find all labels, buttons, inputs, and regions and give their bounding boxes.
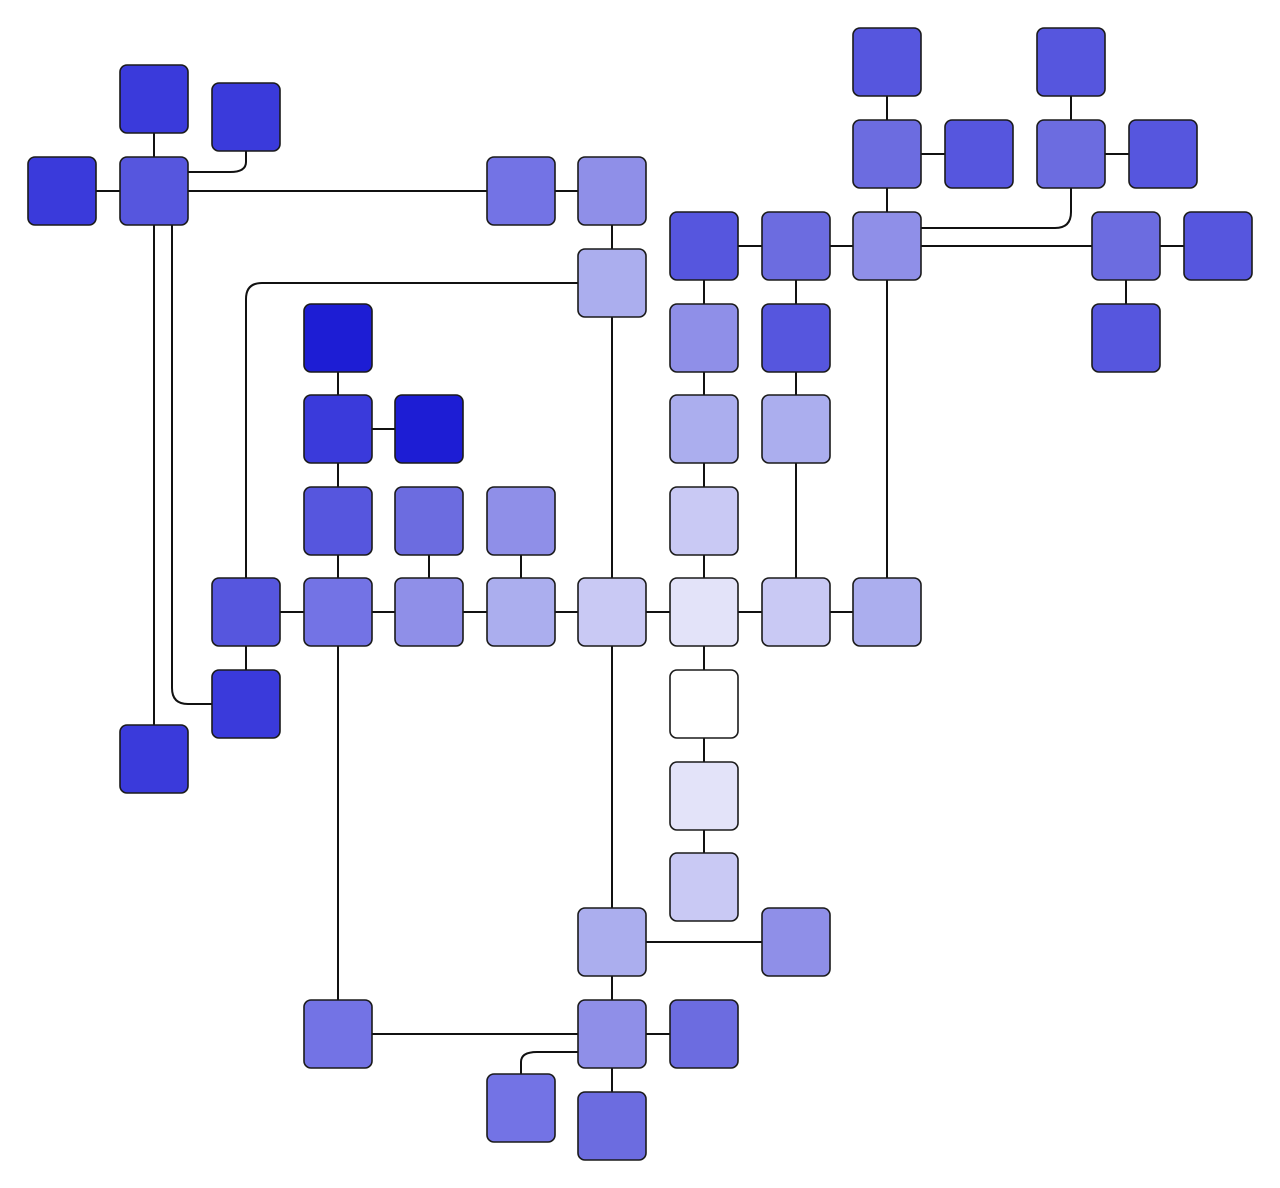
graph-node-g1 (211, 577, 281, 647)
graph-node-f2 (761, 303, 831, 373)
edge-routed-1 (187, 150, 247, 173)
graph-node-h1 (211, 669, 281, 739)
graph-node-b7 (852, 211, 922, 281)
graph-node-b8 (1091, 211, 1161, 281)
graph-node-c2 (577, 156, 647, 226)
graph-node-k5 (577, 1091, 647, 1161)
graph-node-c3 (577, 248, 647, 318)
edge-routed-7 (520, 1051, 579, 1075)
graph-node-g3 (394, 577, 464, 647)
graph-node-b4 (1036, 27, 1106, 97)
graph-node-i1 (669, 669, 739, 739)
edge-routed-2 (920, 187, 1072, 229)
graph-node-e4 (303, 486, 373, 556)
graph-node-i3 (669, 852, 739, 922)
graph-node-g2 (303, 577, 373, 647)
graph-node-k4 (486, 1073, 556, 1143)
graph-node-d1 (669, 211, 739, 281)
graph-node-j1 (577, 907, 647, 977)
graph-node-b5 (1036, 119, 1106, 189)
graph-node-g6 (669, 577, 739, 647)
graph-node-g8 (852, 577, 922, 647)
graph-node-b6 (1128, 119, 1198, 189)
graph-node-b3 (944, 119, 1014, 189)
graph-node-a2 (211, 82, 281, 152)
graph-node-a1 (119, 64, 189, 134)
edge-routed-6 (171, 224, 213, 705)
graph-node-e1 (303, 303, 373, 373)
graph-node-k2 (577, 999, 647, 1069)
edge-routed-4 (245, 282, 579, 579)
graph-node-a3 (27, 156, 97, 226)
graph-node-b2 (852, 119, 922, 189)
graph-node-f5 (669, 486, 739, 556)
graph-node-i2 (669, 761, 739, 831)
graph-node-k1 (303, 999, 373, 1069)
graph-node-f4 (761, 394, 831, 464)
graph-node-e5 (394, 486, 464, 556)
graph-node-f1 (669, 303, 739, 373)
graph-node-e3 (394, 394, 464, 464)
graph-node-k3 (669, 999, 739, 1069)
graph-node-b1 (852, 27, 922, 97)
graph-node-g4 (486, 577, 556, 647)
graph-node-b9 (1183, 211, 1253, 281)
graph-node-a4 (119, 156, 189, 226)
graph-node-b10 (1091, 303, 1161, 373)
node-layer (27, 27, 1253, 1161)
graph-node-g5 (577, 577, 647, 647)
graph-node-d2 (761, 211, 831, 281)
graph-node-e6 (486, 486, 556, 556)
graph-node-e2 (303, 394, 373, 464)
graph-node-f3 (669, 394, 739, 464)
graph-node-h2 (119, 724, 189, 794)
graph-node-c1 (486, 156, 556, 226)
graph-node-g7 (761, 577, 831, 647)
graph-node-j2 (761, 907, 831, 977)
